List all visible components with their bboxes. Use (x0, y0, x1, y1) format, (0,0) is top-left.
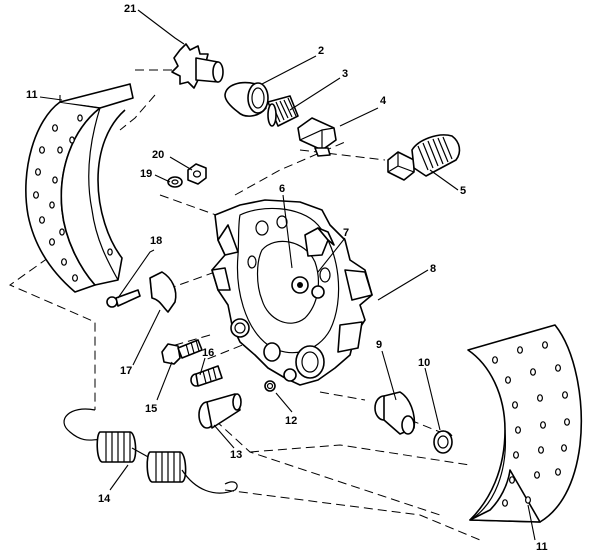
callout-19: 19 (140, 168, 152, 180)
callout-15: 15 (145, 403, 157, 415)
o-ring (264, 380, 276, 392)
callout-20: 20 (152, 149, 164, 161)
callout-18: 18 (150, 235, 162, 247)
callout-16: 16 (202, 347, 214, 359)
callout-17: 17 (120, 365, 132, 377)
callout-12: 12 (285, 415, 297, 427)
callout-7: 7 (343, 227, 349, 239)
right-brake-shoe (467, 324, 583, 523)
callout-9: 9 (376, 339, 382, 351)
callout-11-left: 11 (26, 89, 38, 101)
callout-8: 8 (430, 263, 436, 275)
callout-5: 5 (460, 185, 466, 197)
mounting-bracket (149, 271, 177, 313)
callout-14: 14 (98, 493, 111, 505)
adjuster-star-wheel (171, 43, 224, 89)
callout-labels: 21 2 3 4 5 6 7 8 9 10 11 11 12 13 14 15 … (26, 3, 548, 553)
shoe-rivet-holes (32, 114, 113, 282)
washer-and-nut (167, 163, 207, 188)
callout-3: 3 (342, 68, 348, 80)
callout-2: 2 (318, 45, 324, 57)
shoe-rivet-holes-right (492, 341, 570, 507)
hex-bolt (161, 339, 203, 365)
mounting-screw (106, 289, 141, 308)
dust-boot (433, 430, 453, 454)
anchor-pin (198, 393, 242, 429)
callout-21: 21 (124, 3, 136, 15)
adjuster-cone-nut (224, 81, 269, 117)
actuator-piston (374, 391, 416, 435)
adjuster-spring (267, 95, 299, 127)
callout-6: 6 (279, 183, 285, 195)
callout-4: 4 (380, 95, 387, 107)
return-spring-assembly (63, 408, 238, 494)
adjuster-pawl (297, 117, 337, 157)
plunger-housing (387, 134, 461, 181)
callout-leaders (39, 9, 536, 541)
callout-10: 10 (418, 357, 430, 369)
left-brake-shoe (25, 83, 134, 293)
brake-backing-plate (211, 199, 373, 386)
callout-13: 13 (230, 449, 242, 461)
callout-11-right: 11 (536, 541, 548, 553)
threaded-stud (190, 365, 223, 387)
